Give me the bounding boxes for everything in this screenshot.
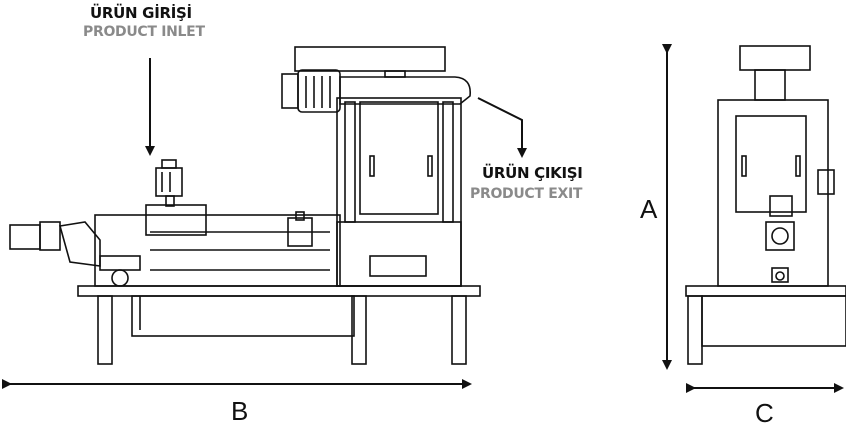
side-top-motor xyxy=(297,69,341,113)
side-press-body xyxy=(94,214,341,287)
exit-label-en: PRODUCT EXIT xyxy=(470,186,583,202)
dimension-c-label: C xyxy=(755,398,774,428)
front-leg xyxy=(687,295,703,365)
inlet-label-en: PRODUCT INLET xyxy=(83,24,205,40)
front-top-motor xyxy=(754,69,786,101)
side-leg-2 xyxy=(351,295,367,365)
side-gearbox xyxy=(58,221,101,267)
dimension-b-label: B xyxy=(231,396,249,426)
side-drip-tray xyxy=(131,295,355,337)
front-side-motor xyxy=(817,169,835,195)
front-housing xyxy=(717,99,829,287)
exit-label-tr: ÜRÜN ÇIKIŞI xyxy=(482,164,583,182)
front-gear-motor xyxy=(765,221,795,251)
front-base-frame xyxy=(685,285,846,297)
side-leg-1 xyxy=(97,295,113,365)
dimension-a-label: A xyxy=(640,194,658,224)
side-view-machine xyxy=(9,46,481,365)
inlet-label-tr: ÜRÜN GİRİŞİ xyxy=(90,4,192,22)
exit-arrow xyxy=(477,97,527,158)
front-top-fan xyxy=(739,45,811,71)
front-view-machine xyxy=(685,45,846,365)
front-drip-tray xyxy=(701,295,846,347)
annotation-arrows xyxy=(2,44,844,393)
side-top-fan xyxy=(294,46,446,72)
side-base-frame xyxy=(77,285,481,297)
side-left-motor xyxy=(9,224,41,250)
side-outlet-duct xyxy=(339,76,472,105)
side-leg-3 xyxy=(451,295,467,365)
side-inlet-motor xyxy=(155,167,183,197)
